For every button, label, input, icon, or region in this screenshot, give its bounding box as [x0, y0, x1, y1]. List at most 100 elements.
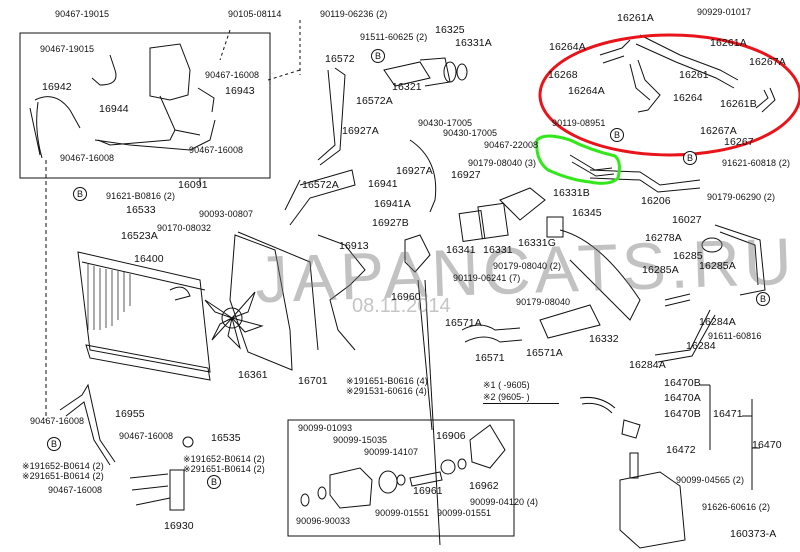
part-label[interactable]: 16572 [325, 53, 355, 65]
part-label[interactable]: 16261A [710, 37, 747, 49]
part-label[interactable]: 16206 [641, 195, 671, 207]
part-label[interactable]: 90093-00807 [199, 209, 254, 219]
part-label[interactable]: 16927B [372, 217, 409, 229]
part-label[interactable]: 90096-90033 [296, 516, 351, 526]
part-label[interactable]: 16264A [549, 41, 586, 53]
part-label[interactable]: 16321 [392, 81, 422, 93]
part-label[interactable]: 160373-A [730, 528, 777, 540]
part-label[interactable]: 16572A [302, 179, 339, 191]
part-label[interactable]: 16470B [664, 408, 701, 420]
part-label[interactable]: 90099-01093 [298, 423, 353, 433]
part-label[interactable]: 16264A [568, 85, 605, 97]
part-label[interactable]: 16944 [99, 103, 129, 115]
part-label[interactable]: 16285 [673, 250, 703, 262]
part-label[interactable]: 16930 [164, 520, 194, 532]
part-label[interactable]: 91621-60818 (2) [722, 158, 791, 168]
part-label[interactable]: 16943 [225, 85, 255, 97]
part-label[interactable]: 90467-22008 [484, 140, 539, 150]
part-label[interactable]: 90179-06290 (2) [707, 192, 776, 202]
part-label[interactable]: 90467-19015 [55, 9, 110, 19]
part-label[interactable]: 16927A [396, 165, 433, 177]
part-label[interactable]: 90467-16008 [60, 153, 115, 163]
part-label[interactable]: 16533 [126, 204, 156, 216]
part-label[interactable]: ※191652-B0614 (2) [183, 454, 265, 464]
part-label[interactable]: 16470A [664, 392, 701, 404]
part-label[interactable]: 16571A [526, 347, 563, 359]
part-label[interactable]: 16331A [455, 37, 492, 49]
part-label[interactable]: 16267A [700, 125, 737, 137]
part-label[interactable]: 91621-B0816 (2) [106, 191, 176, 201]
part-label[interactable]: 90467-16008 [30, 416, 85, 426]
part-label[interactable]: ※291651-B0614 (2) [22, 471, 104, 481]
part-label[interactable]: 16701 [298, 375, 328, 387]
part-label[interactable]: 90467-19015 [40, 44, 95, 54]
part-label[interactable]: 16472 [666, 444, 696, 456]
part-label[interactable]: 16261B [720, 98, 757, 110]
part-label[interactable]: ※291531-60616 (4) [346, 386, 427, 396]
part-label[interactable]: 16941 [368, 178, 398, 190]
part-label[interactable]: 16331B [553, 187, 590, 199]
part-label[interactable]: 16284A [629, 359, 666, 371]
part-label[interactable]: 90099-15035 [333, 435, 388, 445]
part-label[interactable]: 16267 [724, 136, 754, 148]
part-label[interactable]: 16325 [435, 24, 465, 36]
part-label[interactable]: 90099-04120 (4) [470, 497, 539, 507]
part-label[interactable]: 16400 [134, 253, 164, 265]
part-label[interactable]: 90099-04565 (2) [676, 475, 745, 485]
part-label[interactable]: 91626-60616 (2) [702, 502, 771, 512]
part-label[interactable]: 16906 [436, 430, 466, 442]
part-label[interactable]: 16961 [413, 485, 443, 497]
part-label[interactable]: 16027 [672, 214, 702, 226]
part-label[interactable]: 16470B [664, 377, 701, 389]
part-label[interactable]: 90179-08040 [516, 297, 571, 307]
part-label[interactable]: 90099-14107 [364, 447, 419, 457]
part-label[interactable]: 16571 [475, 352, 505, 364]
part-label[interactable]: 16942 [42, 81, 72, 93]
part-label[interactable]: 16927A [342, 125, 379, 137]
part-label[interactable]: 16572A [356, 95, 393, 107]
part-label[interactable]: 16913 [339, 240, 369, 252]
part-label[interactable]: 90179-08040 (3) [468, 158, 537, 168]
part-label[interactable]: 90467-16008 [48, 485, 103, 495]
part-label[interactable]: 16955 [115, 408, 145, 420]
part-label[interactable]: 16332 [589, 333, 619, 345]
part-label[interactable]: 90119-06241 (7) [453, 273, 521, 283]
part-label[interactable]: 91611-60816 [708, 331, 762, 341]
part-label[interactable]: 16361 [238, 369, 268, 381]
part-label[interactable]: 16927 [451, 169, 481, 181]
part-label[interactable]: 16345 [572, 207, 602, 219]
part-label[interactable]: 90170-08032 [157, 223, 212, 233]
part-label[interactable]: 91511-60625 (2) [360, 32, 428, 42]
part-label[interactable]: ※191651-B0616 (4) [346, 376, 428, 386]
part-label[interactable]: 16941A [374, 198, 411, 210]
part-label[interactable]: 16960 [391, 291, 421, 303]
part-label[interactable]: 90099-01551 [437, 508, 492, 518]
part-label[interactable]: 16284A [699, 316, 736, 328]
part-label[interactable]: 16278A [645, 232, 682, 244]
part-label[interactable]: 16962 [469, 480, 499, 492]
part-label[interactable]: 16284 [686, 340, 716, 352]
part-label[interactable]: 16261 [679, 69, 709, 81]
part-label[interactable]: 90929-01017 [697, 7, 752, 17]
part-label[interactable]: 90105-08114 [228, 9, 282, 19]
part-label[interactable]: 16523A [121, 230, 158, 242]
part-label[interactable]: 16091 [178, 179, 208, 191]
part-label[interactable]: 16571A [445, 317, 482, 329]
part-label[interactable]: 16341 [446, 244, 476, 256]
part-label[interactable]: ※191652-B0614 (2) [22, 461, 104, 471]
part-label[interactable]: 16261A [617, 12, 654, 24]
part-label[interactable]: 90467-16008 [189, 145, 244, 155]
part-label[interactable]: 90430-17005 [418, 118, 473, 128]
part-label[interactable]: 16535 [211, 432, 241, 444]
part-label[interactable]: 90467-16008 [119, 431, 174, 441]
part-label[interactable]: 16470 [752, 439, 782, 451]
part-label[interactable]: 90179-08040 (2) [493, 261, 562, 271]
part-label[interactable]: 16285A [699, 260, 736, 272]
part-label[interactable]: 16331G [518, 237, 556, 249]
part-label[interactable]: 16285A [642, 264, 679, 276]
part-label[interactable]: 16267A [749, 56, 786, 68]
part-label[interactable]: 90430-17005 [443, 128, 498, 138]
part-label[interactable]: ※291651-B0614 (2) [183, 464, 265, 474]
part-label[interactable]: 90119-06236 (2) [320, 9, 388, 19]
part-label[interactable]: 16264 [673, 92, 703, 104]
